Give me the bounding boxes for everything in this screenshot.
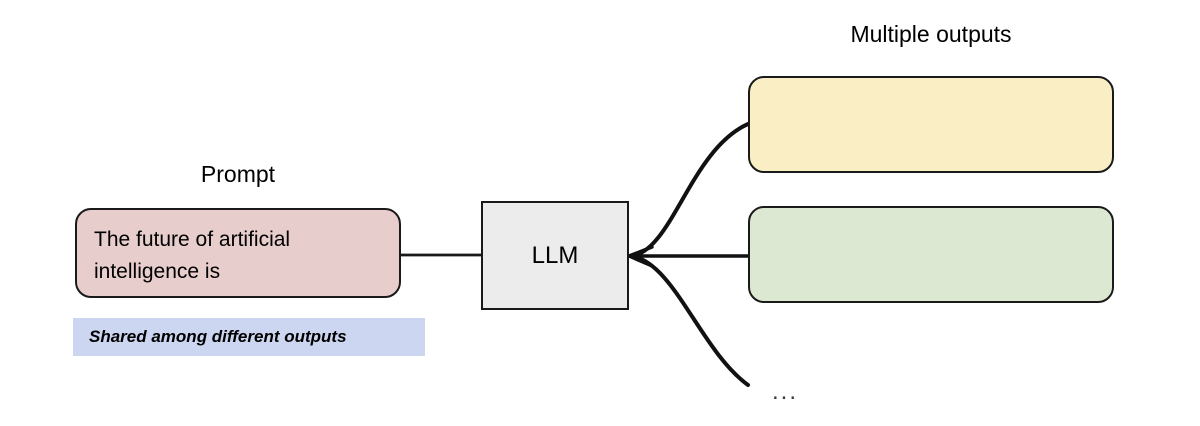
- prompt-box[interactable]: The future of artificial intelligence is: [75, 208, 401, 298]
- edge-convergence-arrowhead: [627, 245, 654, 268]
- more-outputs-ellipsis: ...: [772, 378, 799, 405]
- shared-among-outputs-banner: Shared among different outputs: [73, 318, 425, 356]
- prompt-text: The future of artificial intelligence is: [94, 228, 291, 283]
- prompt-caption: Prompt: [200, 161, 276, 187]
- edge-llm-to-output-1: [629, 122, 750, 258]
- output-box-1[interactable]: [748, 76, 1114, 173]
- edge-llm-to-ellipsis: [629, 254, 750, 387]
- multiple-outputs-caption: Multiple outputs: [850, 21, 1012, 47]
- llm-box[interactable]: LLM: [481, 201, 629, 310]
- llm-label: LLM: [531, 241, 579, 269]
- shared-among-outputs-label: Shared among different outputs: [89, 327, 347, 346]
- output-box-2[interactable]: [748, 206, 1114, 303]
